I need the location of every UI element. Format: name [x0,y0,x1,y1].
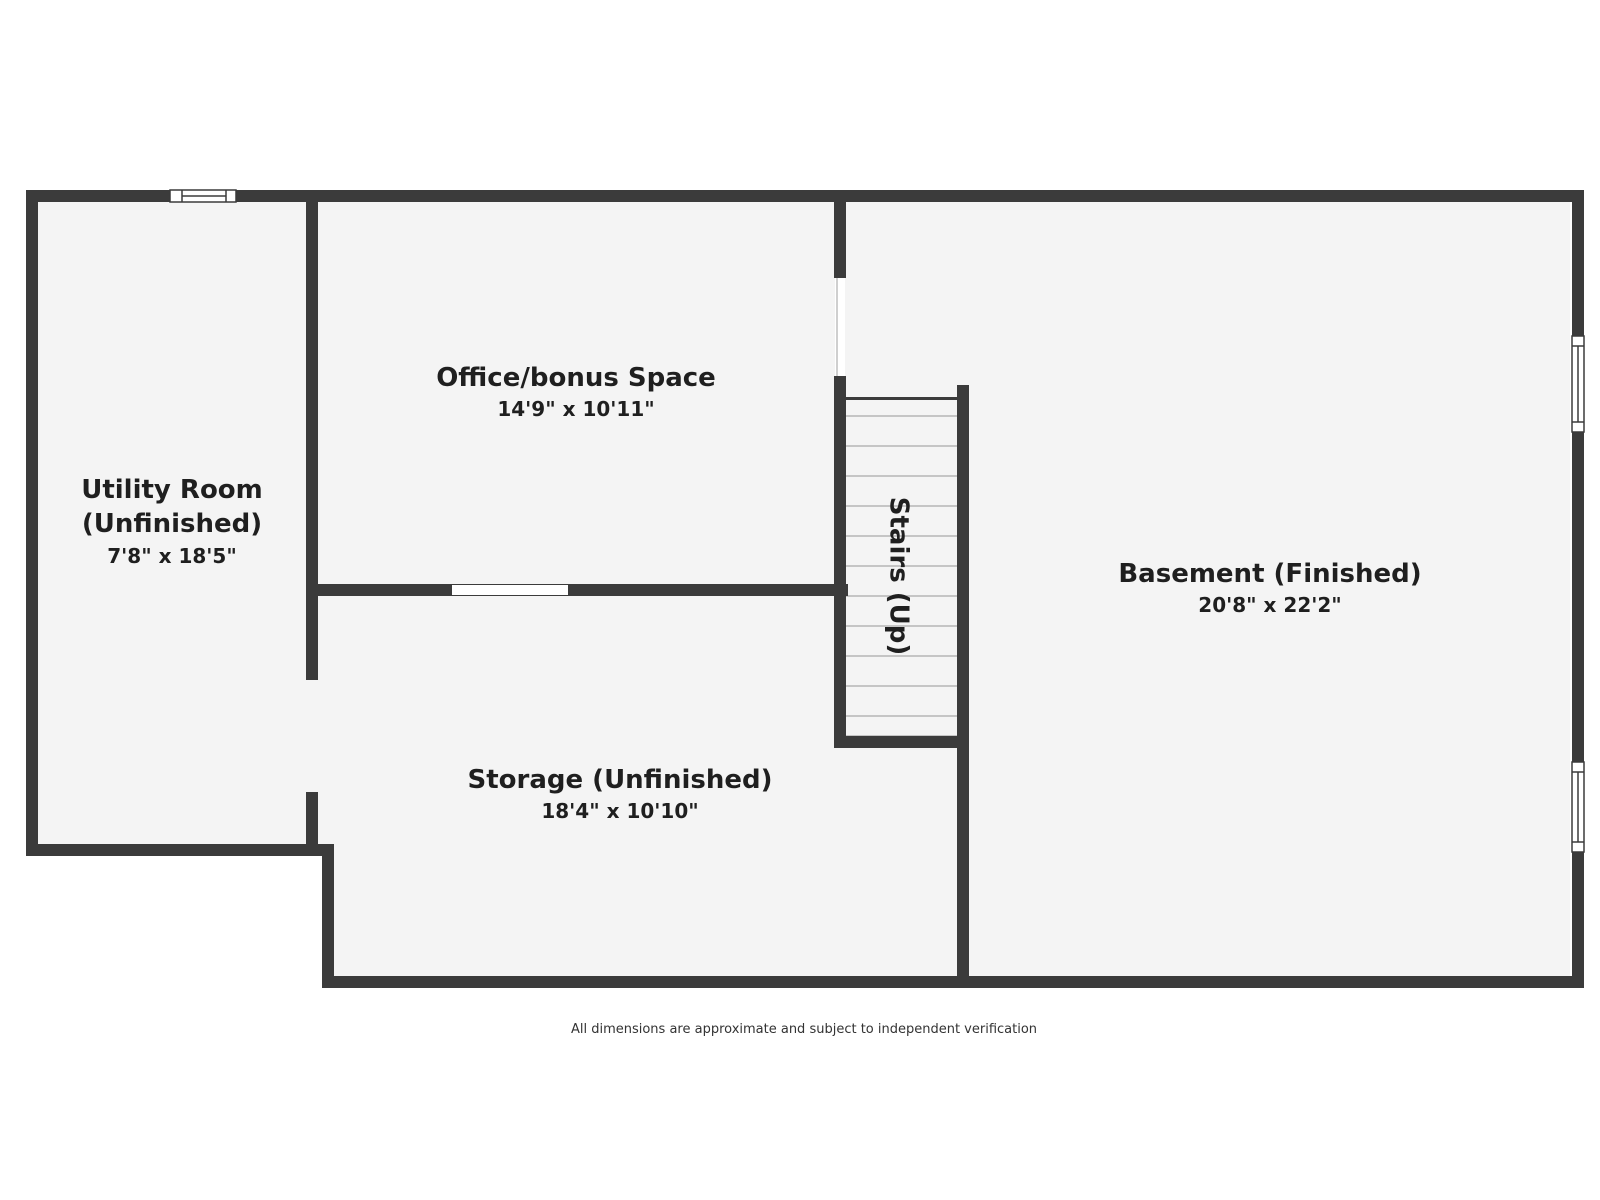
utility-room-floor [32,196,312,850]
stair-treads [846,415,960,737]
utility-room-name-line1: Utility Room [81,475,263,505]
wall-utility-bottom [26,844,332,856]
wall-utility-storage-lower [306,792,318,850]
utility-room-name-line2: (Unfinished) [82,509,262,539]
wall-top [26,190,1584,202]
wall-stairs-bottom [834,736,966,748]
stairs-top-edge [846,397,957,400]
room-labels: Utility Room (Unfinished) 7'8" x 18'5" O… [81,363,1421,823]
office-room-dimensions: 14'9" x 10'11" [497,397,654,421]
wall-left [26,190,38,856]
wall-office-storage [312,584,848,596]
basement-room-name: Basement (Finished) [1118,559,1421,589]
storage-room-name: Storage (Unfinished) [468,765,773,795]
wall-utility-office-upper [306,196,318,680]
stairs-label: Stairs (Up) [884,497,914,655]
floor-fills [32,196,1570,980]
doorway-office-storage [452,585,568,595]
wall-storage-left [322,844,334,988]
openings [169,189,1585,853]
utility-room-dimensions: 7'8" x 18'5" [107,544,237,568]
basement-room-dimensions: 20'8" x 22'2" [1198,593,1341,617]
storage-room-dimensions: 18'4" x 10'10" [541,799,698,823]
disclaimer-footnote: All dimensions are approximate and subje… [571,1022,1037,1037]
wall-right [1572,190,1584,988]
office-room-name: Office/bonus Space [436,363,716,393]
wall-stairs-left [834,376,846,748]
office-floor [312,196,842,590]
wall-office-right-upper [834,196,846,278]
doorway-jamb-line [836,278,838,376]
wall-stairs-right [957,385,969,982]
doorway-office-basement [835,278,845,376]
wall-bottom [322,976,1584,988]
